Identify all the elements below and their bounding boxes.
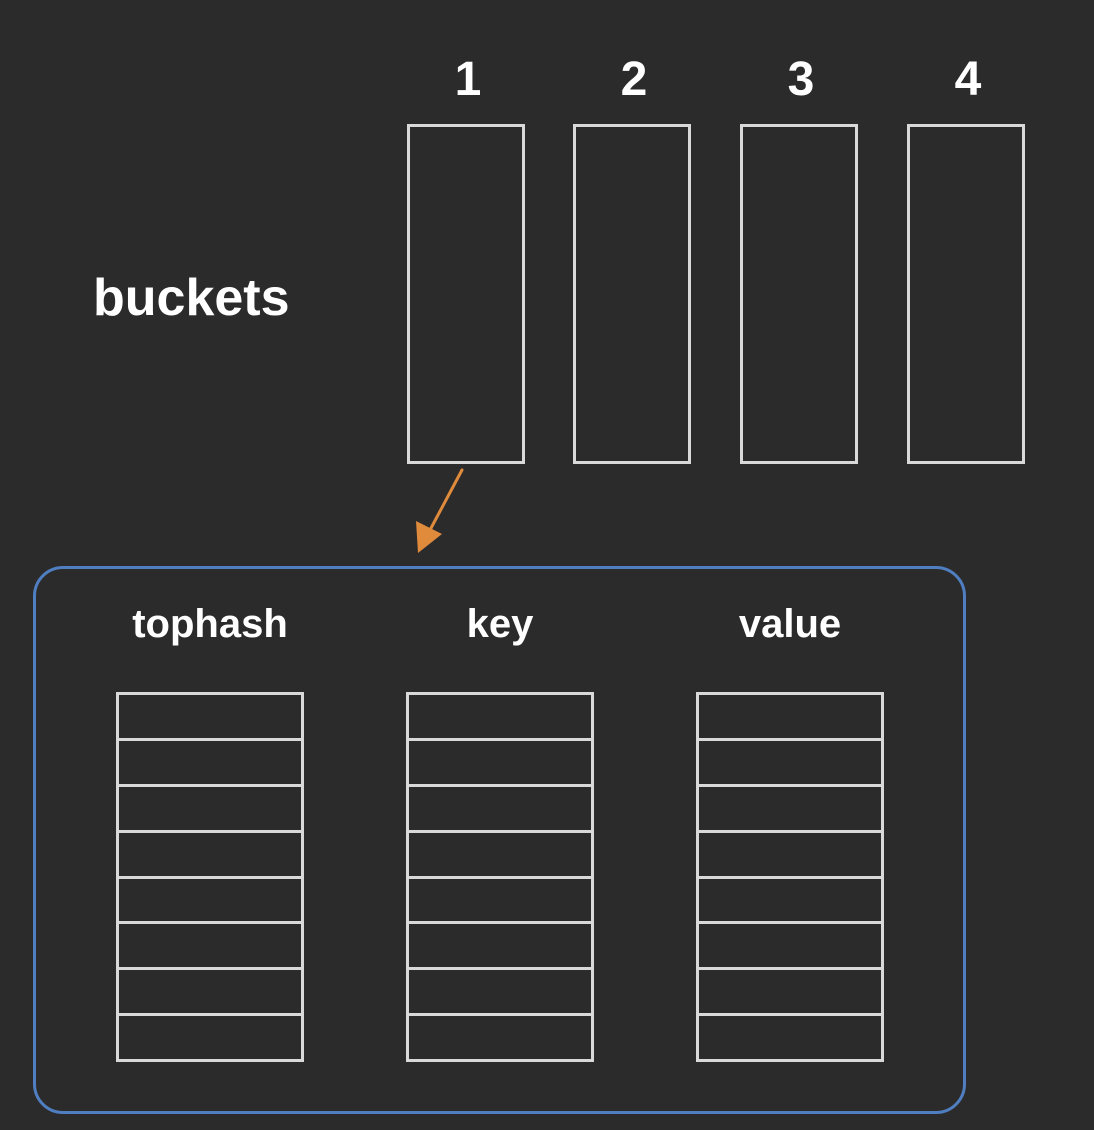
slot-cell	[409, 741, 591, 787]
bucket-box-2	[573, 124, 691, 464]
slot-cell	[119, 924, 301, 971]
slot-cell	[409, 833, 591, 879]
bucket-box-3	[740, 124, 858, 464]
bucket-box-4	[907, 124, 1025, 464]
column-title-key: key	[466, 602, 534, 646]
bucket-number-2: 2	[620, 53, 648, 106]
slot-cell	[409, 970, 591, 1017]
column-title-tophash: tophash	[132, 602, 288, 646]
bucket-number-3: 3	[787, 53, 815, 106]
slot-cell	[119, 1016, 301, 1059]
slot-cell	[409, 924, 591, 971]
slot-cell	[119, 695, 301, 741]
slot-cell	[119, 741, 301, 787]
arrow-head-icon	[416, 521, 442, 553]
slot-cell	[699, 1016, 881, 1059]
slot-cell	[699, 787, 881, 833]
slot-cell	[119, 879, 301, 925]
slot-cell	[699, 833, 881, 879]
slot-cell	[119, 787, 301, 833]
value-column	[696, 692, 884, 1062]
bucket-number-1: 1	[454, 53, 482, 106]
slot-cell	[699, 741, 881, 787]
slot-cell	[119, 833, 301, 879]
bucket-detail-panel	[33, 566, 966, 1114]
bucket-number-4: 4	[954, 53, 982, 106]
column-title-value: value	[738, 602, 842, 646]
slot-cell	[409, 879, 591, 925]
slot-cell	[699, 879, 881, 925]
slot-cell	[699, 924, 881, 971]
slot-cell	[409, 695, 591, 741]
buckets-label: buckets	[93, 269, 290, 327]
slot-cell	[699, 695, 881, 741]
slot-cell	[409, 1016, 591, 1059]
bucket-box-1	[407, 124, 525, 464]
arrow-shaft	[428, 468, 464, 532]
slot-cell	[409, 787, 591, 833]
key-column	[406, 692, 594, 1062]
slot-cell	[119, 970, 301, 1017]
slot-cell	[699, 970, 881, 1017]
tophash-column	[116, 692, 304, 1062]
